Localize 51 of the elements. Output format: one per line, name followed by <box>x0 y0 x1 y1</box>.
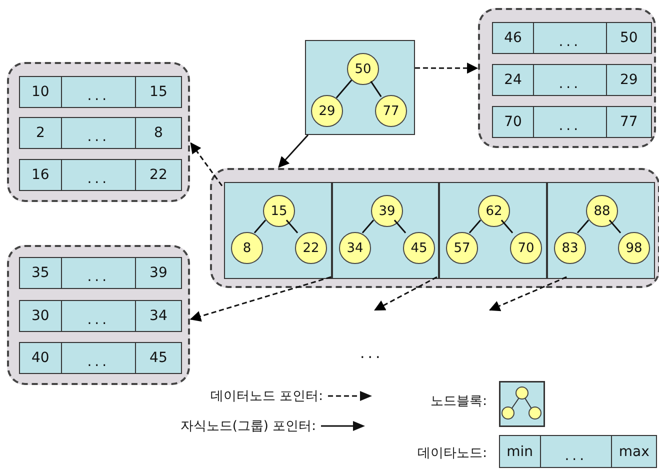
tree-link-line <box>286 220 298 234</box>
tree-link-line <box>254 220 266 234</box>
data-node-row <box>19 300 182 332</box>
tree-node-circle: 98 <box>618 232 650 264</box>
node-block <box>547 182 655 279</box>
tree-node-circle: 57 <box>446 232 478 264</box>
tree-link-line <box>576 220 590 234</box>
node-block <box>332 182 439 279</box>
tree-node-circle: 88 <box>586 195 618 227</box>
node-group-container <box>7 62 190 202</box>
tree-node-circle: 83 <box>554 232 586 264</box>
pointer-arrow <box>278 134 309 168</box>
ellipsis-cell: ... <box>540 436 612 467</box>
tree-link-line <box>336 80 352 98</box>
node-group-container <box>7 245 190 385</box>
data-node-row <box>19 117 182 149</box>
node-block <box>439 182 547 279</box>
tree-link-line <box>394 220 406 234</box>
tree-link-line <box>370 80 382 98</box>
tree-node-circle: 45 <box>403 232 435 264</box>
tree-node-circle: 34 <box>339 232 371 264</box>
tree-node-circle: 50 <box>347 53 379 85</box>
data-node-row <box>492 106 652 138</box>
tree-node-circle: 29 <box>311 95 343 127</box>
node-group-container <box>210 168 659 288</box>
tree-node-circle: 70 <box>510 232 542 264</box>
legend-label: 자식노드(그룹) 포인터: <box>180 418 316 435</box>
data-node-row <box>19 342 182 374</box>
tree-node-circle: 15 <box>263 195 295 227</box>
node-group-container <box>478 8 656 148</box>
data-node-row <box>19 76 182 108</box>
tree-link-line <box>468 220 482 234</box>
legend-label: 노드블록: <box>430 393 487 410</box>
data-node-row <box>19 159 182 191</box>
tree-node-circle: 22 <box>295 232 327 264</box>
tree-node-circle: 8 <box>231 232 263 264</box>
tree-link-line <box>362 220 374 234</box>
tree-node-circle: 62 <box>478 195 510 227</box>
data-node-row <box>492 64 652 96</box>
continuation-ellipsis: ... <box>360 344 384 362</box>
tree-link-line <box>500 220 514 234</box>
node-block <box>305 40 415 135</box>
legend-label: 데이터노드 포인터: <box>210 388 323 405</box>
data-node-row <box>19 257 182 289</box>
dashed-pointer-arrow <box>415 62 478 74</box>
tree-node-circle: 77 <box>375 95 407 127</box>
node-block <box>224 182 332 279</box>
data-node-row <box>492 22 652 54</box>
tree-node-circle: 39 <box>371 195 403 227</box>
tree-link-line <box>608 220 622 234</box>
legend-label: 데이타노드: <box>418 445 487 462</box>
